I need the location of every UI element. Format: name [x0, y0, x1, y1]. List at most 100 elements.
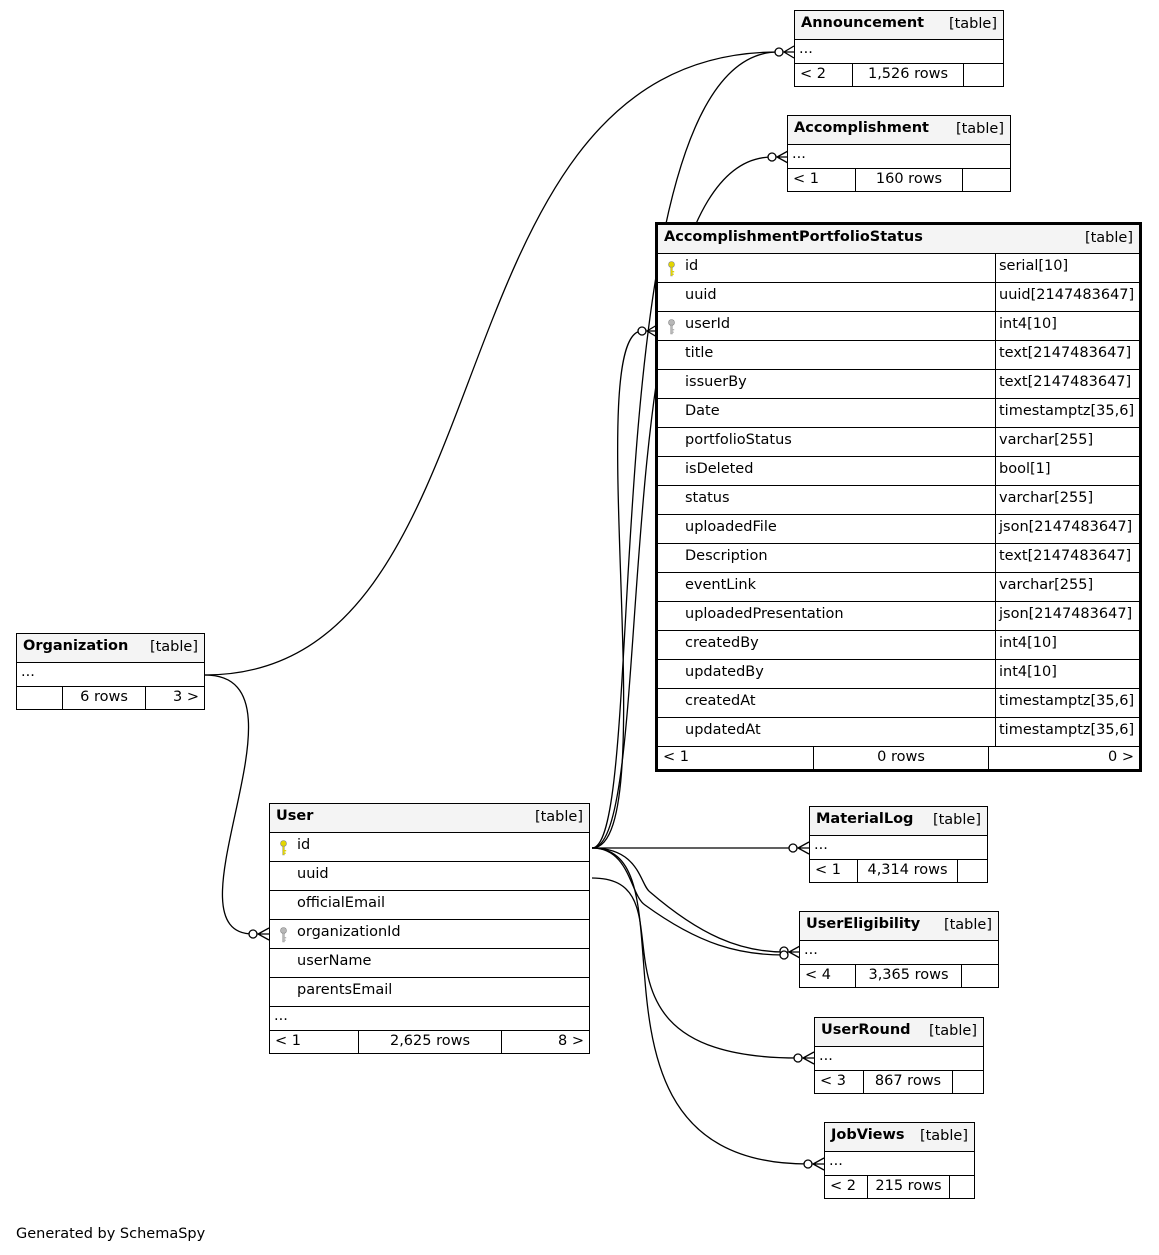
column-name: uploadedFile	[685, 519, 777, 535]
column-type: text[2147483647]	[995, 544, 1139, 572]
children-count[interactable]	[963, 64, 1003, 86]
parents-count[interactable]: < 4	[805, 967, 831, 983]
column-name: portfolioStatus	[685, 432, 792, 448]
table-footer: < 2 1,526 rows	[795, 64, 1003, 86]
children-count[interactable]	[962, 169, 1010, 191]
column-row[interactable]: portfolioStatus varchar[255]	[658, 428, 1139, 457]
table-announcement[interactable]: Announcement [table] ... < 2 1,526 rows	[794, 10, 1004, 87]
table-userround[interactable]: UserRound [table] ... < 3 867 rows	[814, 1017, 984, 1094]
column-row[interactable]: uploadedFile json[2147483647]	[658, 515, 1139, 544]
relationship-user-userround	[591, 877, 799, 1059]
table-name[interactable]: Accomplishment	[794, 120, 929, 136]
parents-count[interactable]: < 1	[793, 171, 819, 187]
columns-ellipsis: ...	[795, 40, 1003, 64]
column-type: varchar[255]	[995, 428, 1139, 456]
column-name: userName	[297, 953, 372, 969]
children-count[interactable]	[957, 860, 987, 882]
table-header: UserRound [table]	[815, 1018, 983, 1047]
relationship-user-accomplishment	[591, 156, 773, 849]
generated-by-credit[interactable]: Generated by SchemaSpy	[16, 1226, 206, 1242]
parents-count[interactable]: < 2	[830, 1178, 856, 1194]
column-row[interactable]: id	[270, 833, 589, 862]
table-usereligibility[interactable]: UserEligibility [table] ... < 4 3,365 ro…	[799, 911, 999, 988]
table-organization[interactable]: Organization [table] ... 6 rows 3 >	[16, 633, 205, 710]
children-count[interactable]	[952, 1071, 983, 1093]
ellipsis-text: ...	[804, 942, 818, 958]
crowfoot-marker	[811, 1157, 825, 1171]
children-count[interactable]	[949, 1176, 974, 1198]
parents-count[interactable]: < 3	[820, 1073, 846, 1089]
table-header: User [table]	[270, 804, 589, 833]
table-name[interactable]: UserEligibility	[806, 916, 921, 932]
children-count[interactable]: 0 >	[988, 747, 1139, 769]
relationship-user-usereligibility-1	[591, 847, 785, 953]
column-row[interactable]: userName	[270, 949, 589, 978]
column-type: bool[1]	[995, 457, 1139, 485]
table-name[interactable]: JobViews	[831, 1127, 905, 1143]
table-accomplishment[interactable]: Accomplishment [table] ... < 1 160 rows	[787, 115, 1011, 192]
parents-count[interactable]: < 1	[663, 749, 689, 765]
column-type: json[2147483647]	[995, 515, 1139, 543]
table-type-label: [table]	[943, 917, 992, 933]
table-type-label: [table]	[1084, 230, 1133, 246]
table-name[interactable]: Announcement	[801, 15, 925, 31]
relationship-user-usereligibility-2	[591, 847, 785, 956]
parents-count[interactable]: < 1	[815, 862, 841, 878]
columns-ellipsis: ...	[810, 836, 987, 860]
columns-ellipsis: ...	[800, 941, 998, 965]
table-type-label: [table]	[955, 121, 1004, 137]
cardinality-marker	[793, 1053, 803, 1063]
cardinality-marker	[248, 929, 258, 939]
table-header: Accomplishment [table]	[788, 116, 1010, 145]
table-name[interactable]: MaterialLog	[816, 811, 914, 827]
primary-key-icon	[668, 261, 675, 277]
children-count[interactable]: 3 >	[145, 687, 204, 709]
table-accomplishmentportfoliostatus[interactable]: AccomplishmentPortfolioStatus [table] id…	[655, 222, 1142, 772]
column-type: varchar[255]	[995, 486, 1139, 514]
column-type: uuid[2147483647]	[995, 283, 1139, 311]
column-type: timestamptz[35,6]	[995, 689, 1139, 717]
cardinality-marker	[767, 152, 777, 162]
columns-ellipsis: ...	[788, 145, 1010, 169]
parents-count[interactable]: < 2	[800, 66, 826, 82]
cardinality-marker	[788, 843, 798, 853]
foreign-key-icon	[280, 927, 287, 943]
cardinality-marker	[803, 1159, 813, 1169]
table-type-label: [table]	[534, 809, 583, 825]
table-jobviews[interactable]: JobViews [table] ... < 2 215 rows	[824, 1122, 975, 1199]
crowfoot-marker	[787, 945, 801, 959]
table-name[interactable]: User	[276, 808, 314, 824]
column-row[interactable]: officialEmail	[270, 891, 589, 920]
column-row[interactable]: parentsEmail	[270, 978, 589, 1007]
children-count[interactable]	[961, 965, 998, 987]
table-header: Announcement [table]	[795, 11, 1003, 40]
table-name[interactable]: UserRound	[821, 1022, 911, 1038]
parents-count[interactable]: < 1	[275, 1033, 301, 1049]
table-name[interactable]: Organization	[23, 638, 129, 654]
table-name[interactable]: AccomplishmentPortfolioStatus	[664, 229, 923, 245]
ellipsis-text: ...	[814, 837, 828, 853]
column-row[interactable]: organizationId	[270, 920, 589, 949]
column-row[interactable]: uuid	[270, 862, 589, 891]
relationship-organization-announcement	[204, 51, 779, 676]
relationship-organization-user	[204, 674, 254, 935]
children-count[interactable]: 8 >	[501, 1031, 589, 1053]
table-materiallog[interactable]: MaterialLog [table] ... < 1 4,314 rows	[809, 806, 988, 883]
table-footer: < 1 2,625 rows 8 >	[270, 1031, 589, 1053]
